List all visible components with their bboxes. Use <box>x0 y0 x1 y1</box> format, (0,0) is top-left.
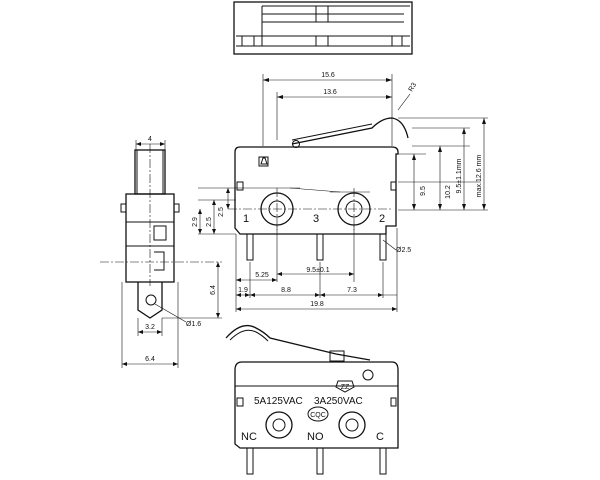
terminal-label-no: NO <box>307 431 324 443</box>
dim-hole-pitch: 9.5±0.1 <box>306 267 329 274</box>
dim-pin-pitch-1: 8.8 <box>281 287 291 294</box>
dim-overall-length: 19.8 <box>310 301 324 308</box>
dim-side-depth: 6.4 <box>145 356 155 363</box>
cqc-mark: CQC <box>307 406 329 422</box>
dim-body-length: 15.6 <box>321 72 335 79</box>
dim-side-width: 4 <box>148 136 152 143</box>
side-view: 4 3.2 6.4 6.4 Ø1.6 <box>100 136 222 368</box>
terminal-number-1: 1 <box>243 213 249 225</box>
dim-pin-offset: 5.25 <box>255 272 269 279</box>
dim-lever-radius: R3 <box>408 82 419 93</box>
dim-body-height-2: 10.2 <box>445 185 452 199</box>
terminal-label-nc: NC <box>241 431 257 443</box>
front-dimensions: 15.6 13.6 R3 9.5 10.2 9.5±1.1mm max.12.6… <box>192 72 488 312</box>
terminal-number-2: 2 <box>379 213 385 225</box>
rating-5a125vac: 5A125VAC <box>254 396 303 407</box>
front-view: 1 3 2 <box>228 117 480 261</box>
dim-hole-height-2: 2.5 <box>206 217 213 227</box>
rating-3a250vac: 3A250VAC <box>314 396 363 407</box>
top-view <box>233 1 413 55</box>
cert-mark-text: ZZ <box>341 384 350 391</box>
dim-left-margin: 1.9 <box>238 287 248 294</box>
dim-terminal-hole-diameter: Ø1.6 <box>186 321 201 328</box>
dim-hole-height-3: 2.9 <box>192 217 199 227</box>
dim-max-height: max.12.6 mm <box>476 155 483 198</box>
cqc-mark-text: CQC <box>310 412 326 419</box>
certification-mark: ZZ <box>335 380 355 393</box>
terminal-number-3: 3 <box>313 213 319 225</box>
dim-hole-height-1: 2.5 <box>218 207 225 217</box>
terminal-label-c: C <box>376 431 384 443</box>
dim-terminal-length: 6.4 <box>210 285 217 295</box>
dim-body-height: 9.5 <box>420 186 427 196</box>
dim-pin-pitch-2: 7.3 <box>347 287 357 294</box>
bottom-view: ZZ 5A125VAC 3A250VAC CQC NC NO C <box>225 324 399 475</box>
dim-actuator-offset: 13.6 <box>323 89 337 96</box>
dim-hole-diameter: Ø2.5 <box>396 247 411 254</box>
dim-operating-height: 9.5±1.1mm <box>456 158 463 193</box>
dim-terminal-width: 3.2 <box>145 324 155 331</box>
